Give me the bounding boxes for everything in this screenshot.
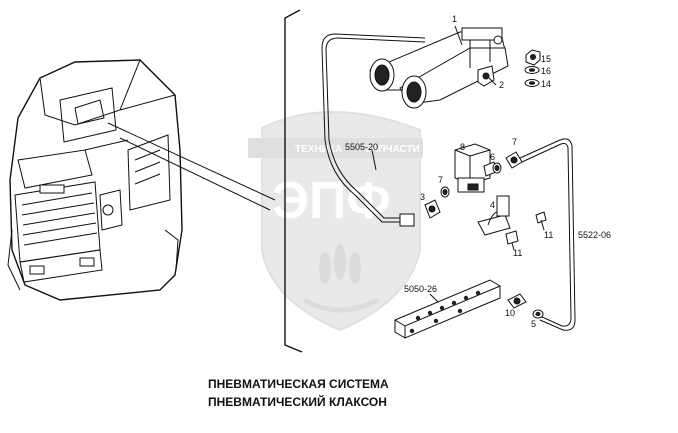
fitting-top-7 <box>505 151 523 169</box>
label-bolt-upper: 11 <box>544 230 553 240</box>
label-plug: 5 <box>531 319 536 329</box>
code-5050-26: 5050-26 <box>404 284 437 294</box>
code-5522-06: 5522-06 <box>578 230 611 240</box>
headlight-right <box>79 257 95 267</box>
nut-15 <box>525 49 541 66</box>
cab-window-panel <box>59 87 117 143</box>
watermark-logo: ЭПФ <box>272 172 391 230</box>
label-nut: 15 <box>541 54 551 64</box>
leader-line-upper <box>107 122 276 201</box>
label-fitting-top-7: 7 <box>512 137 517 147</box>
label-sensor: 10 <box>505 308 515 318</box>
plug-5 <box>532 309 544 319</box>
caption-line-2: ПНЕВМАТИЧЕСКИЙ КЛАКСОН <box>208 394 387 409</box>
truck-cab <box>7 59 183 301</box>
watermark-banner-right: ЗАПЧАСТИ <box>365 144 420 155</box>
label-lock-washer: 14 <box>541 79 551 89</box>
watermark: ТЕХНИКА ЗАПЧАСТИ ЭПФ <box>248 111 423 332</box>
wheat-icon <box>302 244 380 313</box>
bolt-upper <box>535 211 547 231</box>
cab-door <box>127 134 171 211</box>
cab-bumper <box>19 249 103 283</box>
fitting-3 <box>424 199 441 219</box>
label-fitting-3: 3 <box>420 192 425 202</box>
label-washer: 16 <box>541 66 551 76</box>
separator-bracket <box>284 9 303 353</box>
label-horn: 1 <box>452 14 457 24</box>
horn-assembly <box>369 27 509 109</box>
watermark-banner <box>248 138 423 158</box>
label-fitting-6: 6 <box>490 152 495 162</box>
manifold-block <box>394 279 501 339</box>
solenoid-valve <box>454 143 497 193</box>
fitting-6 <box>492 162 502 174</box>
caption-line-1: ПНЕВМАТИЧЕСКАЯ СИСТЕМА <box>208 377 389 391</box>
washer-16 <box>524 66 540 74</box>
label-fitting-7: 7 <box>438 175 443 185</box>
label-bracket: 2 <box>499 80 504 90</box>
sensor-10 <box>507 293 527 309</box>
clamp-4 <box>477 195 511 236</box>
label-clamp: 4 <box>490 200 495 210</box>
leader-line-lower <box>119 137 271 211</box>
label-bolt-lower: 11 <box>513 248 522 258</box>
lock-washer-14 <box>524 79 540 87</box>
fitting-7 <box>440 186 450 198</box>
label-solenoid: 8 <box>460 142 465 152</box>
headlight-left <box>29 265 45 275</box>
pipe-5505-20 <box>321 33 426 227</box>
horn-bracket <box>477 65 495 87</box>
code-5505-20: 5505-20 <box>345 142 378 152</box>
pipe-5522-06 <box>519 138 576 331</box>
watermark-banner-left: ТЕХНИКА <box>295 144 342 155</box>
bolt-lower <box>505 230 519 251</box>
horn-location-marker <box>102 204 114 216</box>
